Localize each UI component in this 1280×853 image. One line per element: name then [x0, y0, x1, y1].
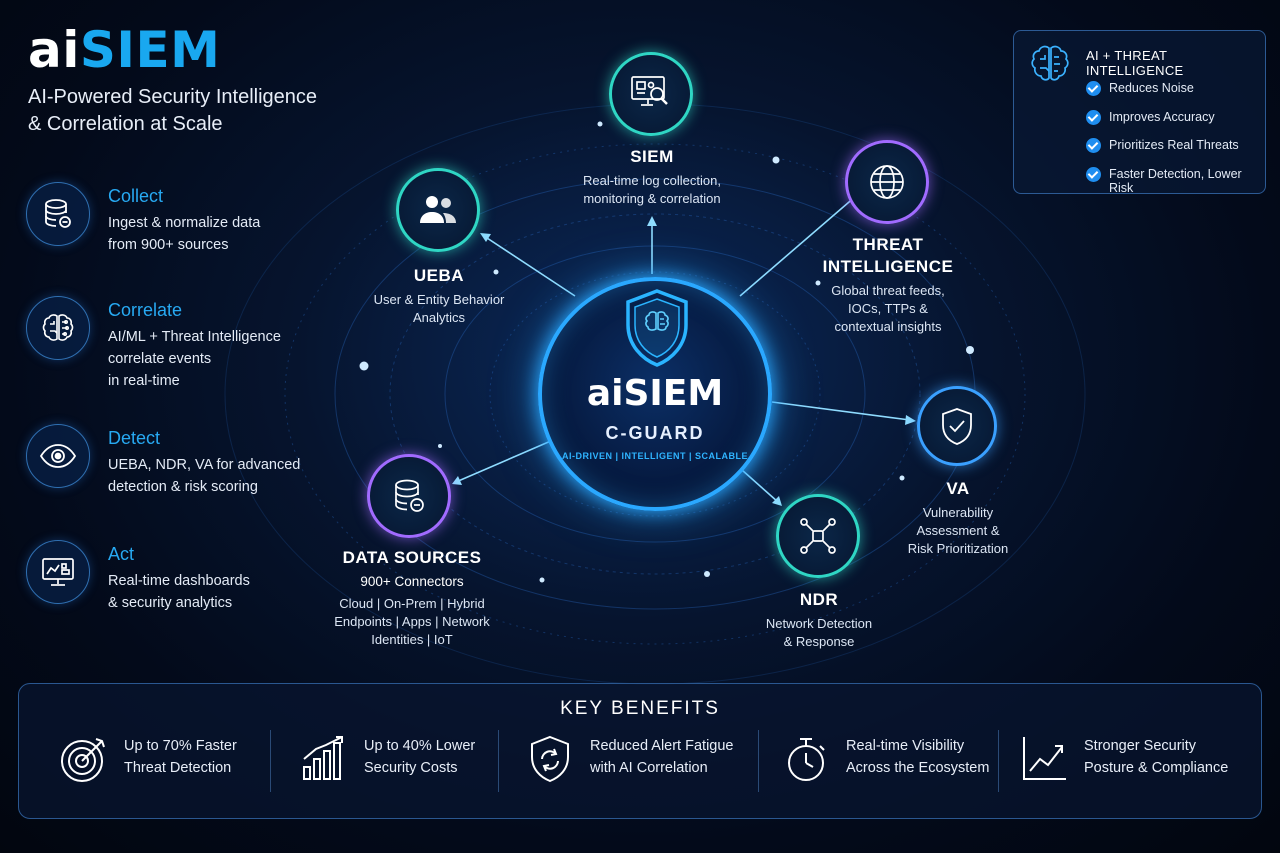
- database-icon: [26, 182, 90, 246]
- step-title: Correlate: [108, 300, 183, 320]
- brand-logo: aiSIEM: [28, 21, 221, 79]
- trend-up-icon: [1023, 737, 1066, 780]
- divider: [498, 730, 499, 792]
- step-act: Act Real-time dashboards& security analy…: [26, 540, 316, 620]
- node-ueba: [396, 168, 480, 252]
- check-circle-icon: [1086, 109, 1101, 125]
- connector-threat: [739, 195, 857, 297]
- key-benefits-panel: KEY BENEFITS: [18, 683, 1262, 819]
- list-item: Reduces Noise: [1086, 81, 1265, 110]
- divider: [758, 730, 759, 792]
- benefits-title: KEY BENEFITS: [560, 698, 720, 719]
- list-item: Prioritizes Real Threats: [1086, 138, 1265, 167]
- brand-header: aiSIEM AI-Powered Security Intelligence …: [28, 22, 358, 138]
- connector-ueba: [483, 235, 576, 297]
- shield-refresh-icon: [531, 735, 569, 783]
- step-title: Collect: [108, 186, 164, 206]
- divider: [998, 730, 999, 792]
- dashboard-monitor-icon: [26, 540, 90, 604]
- list-item: Faster Detection, Lower Risk: [1086, 166, 1265, 196]
- shield-check-icon: [942, 408, 972, 445]
- node-siem: [609, 52, 693, 136]
- stopwatch-icon: [788, 738, 825, 781]
- connector-ndr: [741, 469, 779, 503]
- check-circle-icon: [1086, 138, 1101, 153]
- label-ndr: NDR Network Detection & Response: [765, 590, 873, 649]
- list-item: Improves Accuracy: [1086, 109, 1265, 139]
- eye-icon: [26, 424, 90, 488]
- node-data-sources: [367, 454, 451, 538]
- core-hub: aiSIEM C-GUARD AI-DRIVEN | INTELLIGENT |…: [538, 277, 772, 511]
- check-circle-icon: [1086, 81, 1101, 96]
- label-data-sources: DATA SOURCES 900+ Connectors Cloud | On-…: [334, 548, 490, 647]
- core-title: aiSIEM: [586, 373, 724, 414]
- panel-list: Reduces Noise Improves Accuracy Prioriti…: [1086, 81, 1265, 195]
- label-threat-intelligence: THREAT INTELLIGENCE Global threat feeds,…: [822, 235, 954, 334]
- brain-circuit-icon: [26, 296, 90, 360]
- users-icon: [420, 196, 456, 223]
- connector-va: [771, 401, 911, 421]
- panel-title: AI + THREAT INTELLIGENCE: [1086, 48, 1184, 78]
- check-circle-icon: [1086, 166, 1101, 182]
- brand-tagline: AI-Powered Security Intelligence & Corre…: [28, 86, 318, 135]
- ai-threat-panel: AI + THREAT INTELLIGENCE Reduces Noise I…: [1013, 30, 1266, 195]
- database-icon: [395, 479, 424, 512]
- label-ueba: UEBA User & Entity Behavior Analytics: [373, 266, 505, 325]
- label-siem: SIEM Real-time log collection, monitorin…: [582, 147, 721, 206]
- node-va: [917, 386, 997, 466]
- shield-brain-icon: [626, 289, 688, 367]
- step-description: Real-time dashboards& security analytics: [108, 573, 250, 611]
- connector-datasources: [455, 436, 561, 483]
- core-tagline: AI-DRIVEN | INTELLIGENT | SCALABLE: [561, 451, 749, 461]
- divider: [270, 730, 271, 792]
- target-icon: [61, 738, 105, 782]
- globe-icon: [870, 165, 904, 199]
- step-title: Detect: [108, 428, 161, 448]
- core-subtitle: C-GUARD: [605, 423, 705, 443]
- label-va: VA Vulnerability Assessment & Risk Prior…: [907, 479, 1009, 556]
- brain-icon: [1031, 45, 1069, 81]
- node-threat-intelligence: [845, 140, 929, 224]
- monitor-search-icon: [631, 76, 668, 106]
- bar-chart-icon: [303, 736, 343, 780]
- network-hub-icon: [800, 518, 836, 554]
- step-title: Act: [108, 544, 135, 564]
- node-ndr: [776, 494, 860, 578]
